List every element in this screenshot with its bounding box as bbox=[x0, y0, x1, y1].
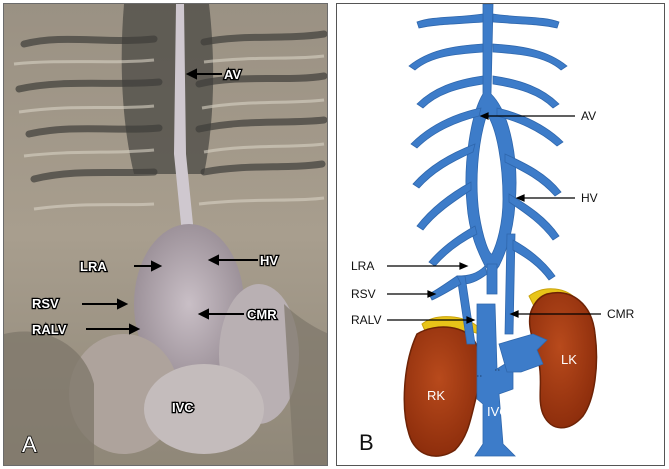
label-lra: LRA bbox=[80, 259, 107, 274]
panel-letter: A bbox=[22, 432, 37, 457]
label-ivc: IVC bbox=[487, 404, 509, 419]
label-lra: LRA bbox=[351, 259, 374, 273]
label-av: AV bbox=[581, 109, 596, 123]
panel-a-photograph: AV LRA HV RSV RALV CMR IVC A bbox=[3, 3, 328, 466]
photograph-image: AV LRA HV RSV RALV CMR IVC A bbox=[4, 4, 327, 465]
label-hv: HV bbox=[260, 253, 278, 268]
venous-system bbox=[408, 4, 568, 457]
label-rsv: RSV bbox=[32, 296, 59, 311]
panel-b-schematic: AV HV LRA RSV RALV CMR RK LK IVC B bbox=[336, 3, 665, 466]
left-kidney bbox=[528, 292, 598, 429]
label-rk: RK bbox=[427, 388, 445, 403]
label-lk: LK bbox=[561, 352, 577, 367]
label-ralv: RALV bbox=[32, 322, 67, 337]
label-hv: HV bbox=[581, 191, 598, 205]
label-cmr: CMR bbox=[247, 307, 277, 322]
label-cmr: CMR bbox=[607, 307, 635, 321]
label-av: AV bbox=[224, 67, 241, 82]
schematic-diagram: AV HV LRA RSV RALV CMR RK LK IVC B bbox=[351, 4, 635, 457]
label-ivc: IVC bbox=[172, 400, 194, 415]
label-rsv: RSV bbox=[351, 287, 376, 301]
label-ralv: RALV bbox=[351, 313, 381, 327]
panel-letter: B bbox=[359, 430, 374, 455]
